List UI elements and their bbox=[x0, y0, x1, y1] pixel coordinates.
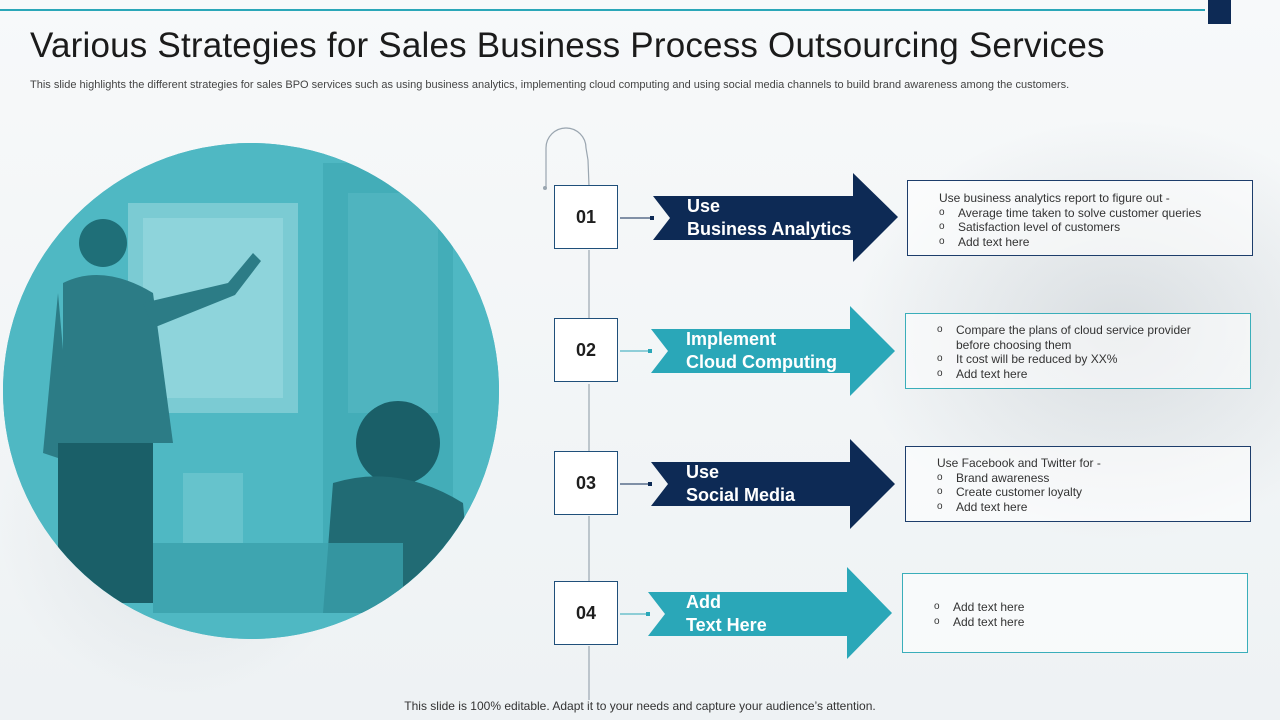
step-1-arrow bbox=[653, 173, 898, 262]
bullet-glyph: o bbox=[939, 221, 945, 232]
step-1-lead-text: Use business analytics report to figure … bbox=[939, 191, 1170, 205]
bullet-glyph: o bbox=[937, 324, 943, 335]
step-4-arrow bbox=[648, 567, 892, 659]
step-4-number: 04 bbox=[554, 581, 618, 645]
team-photo-illustration bbox=[3, 143, 499, 639]
page-subtitle: This slide highlights the different stra… bbox=[30, 79, 1070, 91]
step-3-label: Use Social Media bbox=[686, 462, 796, 505]
step-3-lead-text: Use Facebook and Twitter for - bbox=[937, 456, 1101, 470]
step-1-description: Use business analytics report to figure … bbox=[907, 180, 1253, 256]
corner-accent-square bbox=[1208, 0, 1231, 24]
step-4-label: Add Text Here bbox=[686, 592, 767, 635]
step-3-number: 03 bbox=[554, 451, 618, 515]
bullet-glyph: o bbox=[937, 471, 943, 483]
bullet-glyph: o bbox=[937, 367, 943, 379]
step-1-label: Use Business Analytics bbox=[687, 196, 852, 239]
step-2-label: Implement Cloud Computing bbox=[686, 329, 837, 372]
step-3-arrow bbox=[651, 439, 895, 529]
top-accent-line bbox=[0, 9, 1205, 11]
page-title: Various Strategies for Sales Business Pr… bbox=[30, 26, 1105, 65]
bullet-glyph: o bbox=[937, 353, 943, 364]
footer-note: This slide is 100% editable. Adapt it to… bbox=[404, 699, 876, 713]
step-1-number: 01 bbox=[554, 185, 618, 249]
bullet-glyph: o bbox=[939, 206, 945, 218]
step-2-number: 02 bbox=[554, 318, 618, 382]
bullet-glyph: o bbox=[937, 486, 943, 497]
bullet-glyph: o bbox=[934, 615, 940, 627]
bullet-glyph: o bbox=[937, 500, 943, 512]
bullet-glyph: o bbox=[934, 601, 940, 612]
team-photo-circle bbox=[3, 143, 499, 639]
bullet-glyph: o bbox=[939, 235, 945, 247]
step-2-arrow bbox=[651, 306, 895, 396]
